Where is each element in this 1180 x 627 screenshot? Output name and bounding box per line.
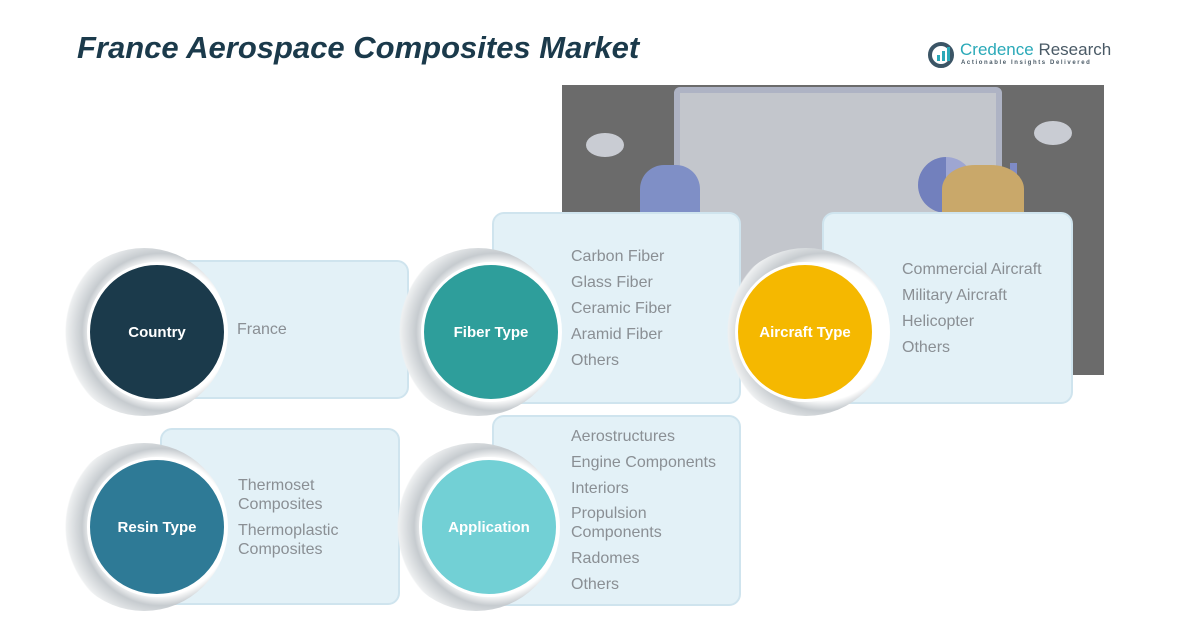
list-item: France bbox=[237, 321, 287, 338]
speech-bubble-icon bbox=[586, 133, 624, 157]
list-item: Thermoset Composites bbox=[238, 477, 323, 513]
list-item: Helicopter bbox=[902, 313, 975, 330]
list-item: Engine Components bbox=[571, 454, 716, 471]
resin-type-items: Thermoset Composites Thermoplastic Compo… bbox=[238, 476, 348, 559]
list-item: Carbon Fiber bbox=[571, 248, 665, 265]
list-item: Commercial Aircraft bbox=[902, 261, 1042, 278]
resin-type-circle: Resin Type bbox=[87, 457, 227, 597]
list-item: Others bbox=[571, 576, 620, 593]
aircraft-type-circle: Aircraft Type bbox=[735, 262, 875, 402]
logo-icon bbox=[928, 42, 954, 68]
list-item: Aramid Fiber bbox=[571, 326, 663, 343]
logo-tagline: Actionable Insights Delivered bbox=[961, 60, 1092, 66]
fiber-type-circle: Fiber Type bbox=[421, 262, 561, 402]
page-title: France Aerospace Composites Market bbox=[77, 30, 640, 65]
list-item: Others bbox=[571, 352, 620, 369]
list-item: Thermoplastic Composites bbox=[238, 522, 339, 558]
list-item: Interiors bbox=[571, 480, 629, 497]
list-item: Aerostructures bbox=[571, 428, 676, 445]
list-item: Propulsion Components bbox=[571, 505, 662, 541]
application-circle: Application bbox=[419, 457, 559, 597]
list-item: Others bbox=[902, 339, 951, 356]
aircraft-type-items: Commercial Aircraft Military Aircraft He… bbox=[902, 257, 1042, 361]
country-circle: Country bbox=[87, 262, 227, 402]
country-items: France bbox=[237, 317, 287, 343]
logo-name: Credence bbox=[960, 40, 1034, 59]
list-item: Glass Fiber bbox=[571, 274, 653, 291]
fiber-type-items: Carbon Fiber Glass Fiber Ceramic Fiber A… bbox=[571, 244, 671, 374]
list-item: Radomes bbox=[571, 550, 640, 567]
list-item: Ceramic Fiber bbox=[571, 300, 672, 317]
application-items: Aerostructures Engine Components Interio… bbox=[571, 424, 716, 598]
credence-research-logo: Credence Research Actionable Insights De… bbox=[928, 40, 1112, 72]
speech-bubble-icon bbox=[1034, 121, 1072, 145]
logo-name-2: Research bbox=[1033, 40, 1112, 59]
list-item: Military Aircraft bbox=[902, 287, 1007, 304]
